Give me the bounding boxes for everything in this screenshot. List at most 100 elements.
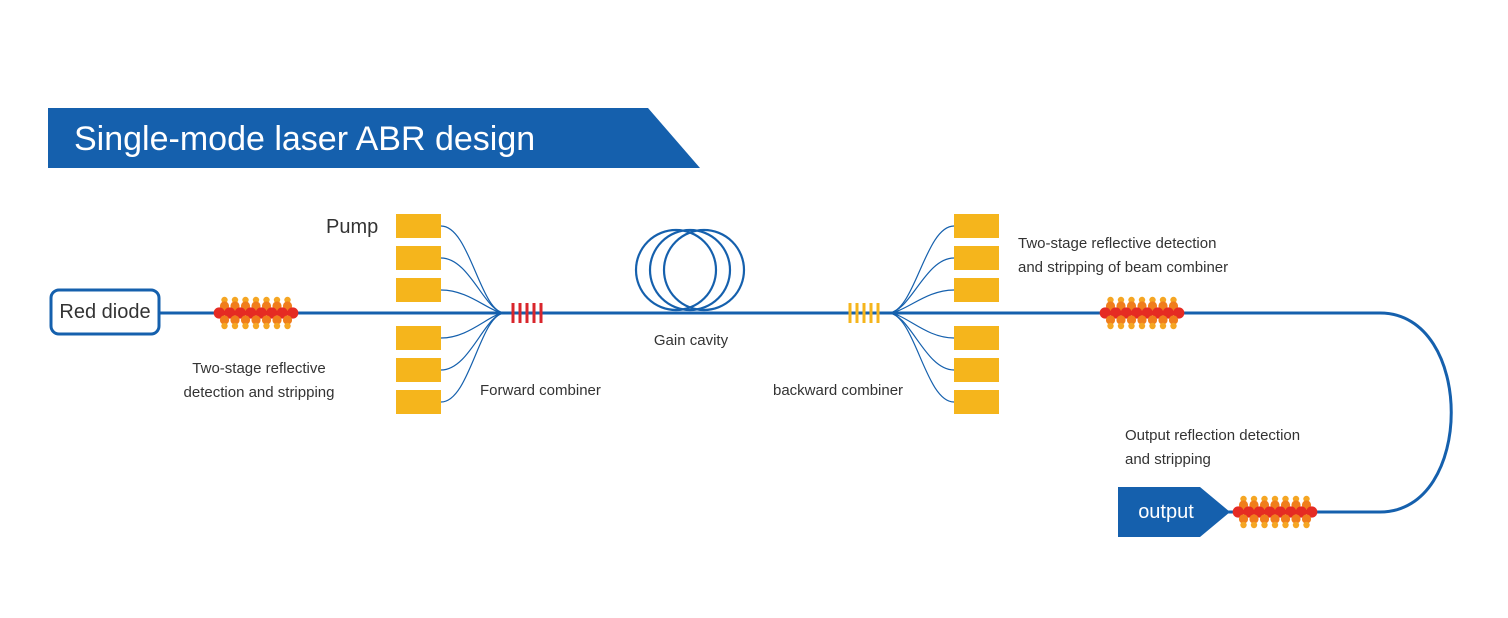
stripper-dot	[273, 322, 281, 330]
page-title: Single-mode laser ABR design	[74, 120, 535, 158]
stripper-dot	[240, 315, 251, 325]
stripper-dot	[266, 307, 278, 319]
fiber-bragg-grating-icon	[848, 303, 880, 323]
stripper-dot	[231, 296, 239, 304]
backward-combiner-label: backward combiner	[773, 382, 903, 399]
stripper-dot	[1117, 322, 1125, 330]
stripper-dot	[282, 315, 293, 325]
stripper-dot	[1261, 521, 1268, 529]
stripper-dot	[245, 307, 257, 319]
stripper-dot	[1168, 315, 1179, 325]
stripper-dot	[1116, 315, 1126, 325]
stripper-dot	[284, 296, 291, 304]
stripper-dot	[1170, 296, 1177, 304]
stripper-dot	[1159, 296, 1167, 304]
stripper-dot	[1240, 521, 1247, 529]
pump-diode	[396, 326, 441, 350]
stripper-dot	[1149, 296, 1156, 304]
stripper-dot	[1249, 514, 1259, 524]
stripper-dot	[1107, 296, 1114, 304]
stripper-2-label-line1: Two-stage reflective detection	[1018, 235, 1216, 252]
pump-diode	[954, 214, 999, 238]
stripper-dot	[1110, 307, 1122, 319]
stripper-dot	[1291, 514, 1301, 524]
stripper-dot	[287, 307, 299, 319]
stripper-dot	[242, 322, 249, 330]
stripper-dot	[234, 307, 246, 319]
stripper-dot	[1243, 506, 1255, 518]
title-banner	[48, 108, 700, 168]
stripper-dot	[1128, 296, 1135, 304]
cladding-light-stripper-icon	[1232, 495, 1318, 529]
stripper-dot	[272, 315, 282, 325]
pump-diode	[954, 390, 999, 414]
pump-diode	[396, 214, 441, 238]
stripper-dot	[1126, 315, 1137, 325]
stripper-dot	[1259, 514, 1270, 524]
stripper-dot	[1250, 495, 1258, 503]
stripper-dot	[1152, 307, 1164, 319]
stripper-dot	[1137, 315, 1147, 325]
stripper-dot	[1232, 506, 1244, 518]
stripper-dot	[1270, 514, 1280, 524]
stripper-dot	[1173, 307, 1185, 319]
output-arrow	[1118, 487, 1230, 537]
stripper-dot	[251, 315, 261, 325]
stripper-dot	[1282, 521, 1289, 529]
stripper-dot	[1253, 506, 1265, 518]
stripper-dot	[1107, 322, 1114, 330]
stripper-dot	[1280, 514, 1291, 524]
pump-diode	[396, 246, 441, 270]
stripper-dot	[263, 322, 270, 330]
stripper-dot	[1099, 307, 1111, 319]
red-diode-box	[49, 288, 161, 336]
stripper-dot	[1131, 307, 1143, 319]
stripper-dot	[1271, 521, 1279, 529]
gain-cavity-label: Gain cavity	[654, 332, 729, 349]
stripper-dot	[242, 296, 249, 304]
stripper-dot	[255, 307, 267, 319]
pump-diode	[954, 358, 999, 382]
stripper-dot	[1138, 322, 1146, 330]
stripper-dot	[1117, 296, 1125, 304]
backward-pump-array	[954, 214, 999, 414]
stripper-dot	[1274, 506, 1286, 518]
stripper-dot	[1162, 307, 1174, 319]
stripper-dot	[1285, 506, 1297, 518]
stripper-dot	[1147, 315, 1158, 325]
fiber-coil-icon	[634, 228, 746, 312]
stripper-dot	[224, 307, 236, 319]
stripper-dot	[1264, 506, 1276, 518]
forward-combiner-label: Forward combiner	[480, 382, 601, 399]
stripper-dot	[219, 315, 230, 325]
stripper-dot	[1238, 514, 1249, 524]
stripper-dot	[1105, 315, 1116, 325]
pump-label: Pump	[326, 216, 378, 238]
stripper-dot	[1250, 521, 1258, 529]
pump-diode	[396, 390, 441, 414]
stripper-dot	[276, 307, 288, 319]
stripper-1-label-line1: Two-stage reflective	[192, 360, 325, 377]
stripper-dot	[1138, 296, 1146, 304]
cladding-light-stripper-icon	[1099, 296, 1185, 330]
red-diode-label: Red diode	[59, 301, 150, 323]
stripper-3-label-line2: and stripping	[1125, 451, 1211, 468]
stripper-dot	[1158, 315, 1168, 325]
pump-diode	[954, 326, 999, 350]
stripper-dot	[1170, 322, 1177, 330]
stripper-dot	[284, 322, 291, 330]
stripper-dot	[1120, 307, 1132, 319]
stripper-dot	[1128, 322, 1135, 330]
stripper-dot	[1303, 495, 1310, 503]
forward-pump-fibers	[440, 225, 506, 403]
stripper-dot	[230, 315, 240, 325]
stripper-dot	[1261, 495, 1268, 503]
stripper-dot	[231, 322, 239, 330]
stripper-dot	[252, 322, 260, 330]
stripper-dot	[1282, 495, 1289, 503]
output-label: output	[1138, 501, 1194, 523]
stripper-dot	[1303, 521, 1310, 529]
stripper-dot	[213, 307, 225, 319]
stripper-dot	[273, 296, 281, 304]
